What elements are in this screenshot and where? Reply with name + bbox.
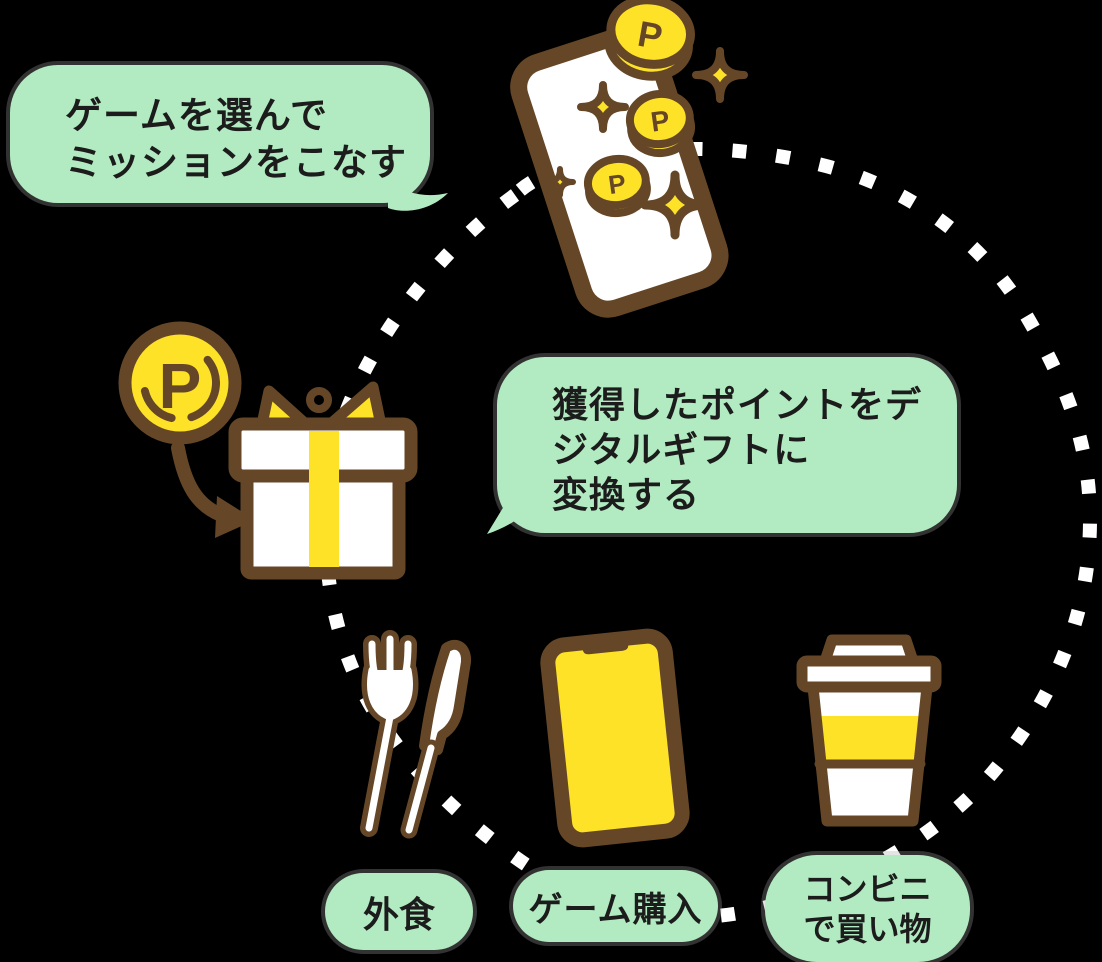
speech-bubble-step1-tail [388, 182, 448, 211]
point-coin-icon: P [583, 154, 651, 218]
point-coin-icon: P [625, 89, 696, 158]
step2-text-line1: 獲得したポイントをデ [552, 384, 923, 425]
point-coin-icon: P [118, 321, 242, 445]
coffee-cup-icon [796, 634, 942, 827]
svg-text:P: P [606, 168, 627, 200]
game-phone-icon [540, 628, 690, 848]
speech-bubble-step2-tail [487, 488, 543, 534]
svg-text:P: P [159, 350, 202, 422]
curved-arrow-icon [171, 441, 255, 538]
label-convenience-line2: で買い物 [803, 910, 932, 947]
sparkle-icon [692, 47, 748, 103]
svg-text:P: P [649, 104, 672, 137]
sparkle-icon [640, 170, 710, 240]
step1-text-line2: ミッションをこなす [65, 142, 407, 183]
speech-bubble-step2: 獲得したポイントをデ ジタルギフトに 変換する [497, 357, 957, 533]
label-game-purchase-text: ゲーム購入 [528, 890, 703, 929]
speech-bubble-step1: ゲームを選んで ミッションをこなす [10, 65, 430, 203]
label-convenience-line1: コンビニ [803, 870, 932, 907]
sparkle-icon [577, 81, 629, 133]
smartphone-with-point-coins-icon: P P P [510, 0, 748, 318]
step2-text-line3: 変換する [552, 474, 701, 515]
point-coin-icon: P [604, 0, 695, 81]
step1-text-line1: ゲームを選んで [65, 95, 329, 136]
label-dining-text: 外食 [362, 893, 435, 935]
step2-text-line2: ジタルギフトに [552, 429, 811, 470]
fork-and-knife-icon [360, 630, 472, 839]
point-coin-to-gift: P [118, 321, 255, 538]
gift-box-icon [228, 381, 418, 580]
sparkle-icon [544, 166, 576, 198]
label-convenience: コンビニ で買い物 [765, 855, 970, 962]
label-game-purchase: ゲーム購入 [513, 870, 718, 942]
label-dining: 外食 [325, 873, 473, 950]
